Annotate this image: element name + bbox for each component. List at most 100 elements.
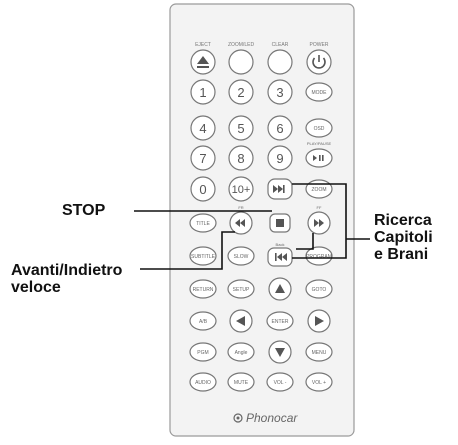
play-icon xyxy=(313,155,317,161)
mute-button[interactable]: MUTE xyxy=(227,372,255,392)
remote-body xyxy=(169,3,355,437)
ff-label: FF xyxy=(317,205,322,210)
volume-down-button[interactable]: VOL - xyxy=(266,372,294,392)
power-button[interactable] xyxy=(306,49,332,75)
search-callout-line2: Capitoli xyxy=(374,229,433,246)
svg-text:AUDIO: AUDIO xyxy=(195,380,211,386)
digit-9-button[interactable]: 9 xyxy=(267,145,293,171)
svg-text:4: 4 xyxy=(199,121,206,136)
zoom-button[interactable]: ZOOM xyxy=(305,179,333,199)
clear-label: CLEAR xyxy=(272,42,289,48)
stop-icon xyxy=(276,219,284,227)
svg-text:SUBTITLE: SUBTITLE xyxy=(191,254,216,260)
pgm-button[interactable]: PGM xyxy=(189,342,217,362)
svg-text:MODE: MODE xyxy=(312,90,328,96)
digit-8-button[interactable]: 8 xyxy=(228,145,254,171)
right-button[interactable] xyxy=(307,309,331,333)
angle-button[interactable]: Angle xyxy=(227,342,255,362)
digit-6-button[interactable]: 6 xyxy=(267,115,293,141)
svg-text:ZOOM: ZOOM xyxy=(312,187,327,193)
brand-name: Phonocar xyxy=(246,411,298,425)
digit-5-button[interactable]: 5 xyxy=(228,115,254,141)
svg-text:RETURN: RETURN xyxy=(193,287,214,293)
setup-button[interactable]: SETUP xyxy=(227,279,255,299)
svg-text:SETUP: SETUP xyxy=(233,287,250,293)
digit-3-button[interactable]: 3 xyxy=(267,79,293,105)
svg-text:2: 2 xyxy=(237,85,244,100)
search-bracket-line xyxy=(292,183,347,259)
svg-text:MENU: MENU xyxy=(312,350,327,356)
digit-2-button[interactable]: 2 xyxy=(228,79,254,105)
svg-text:1: 1 xyxy=(199,85,206,100)
mode-button[interactable]: MODE xyxy=(305,82,333,102)
svg-text:8: 8 xyxy=(237,151,244,166)
volume-up-button[interactable]: VOL + xyxy=(305,372,333,392)
goto-button[interactable]: GOTO xyxy=(305,279,333,299)
zoom-led-button[interactable] xyxy=(228,49,254,75)
subtitle-button[interactable]: SUBTITLE xyxy=(189,246,217,266)
stop-callout: STOP xyxy=(62,202,106,219)
arrow-right-icon xyxy=(315,316,324,326)
svg-text:PGM: PGM xyxy=(197,350,208,356)
eject-icon xyxy=(197,56,209,64)
power-icon xyxy=(312,57,326,69)
title-button[interactable]: TITLE xyxy=(189,213,217,233)
svg-text:SLOW: SLOW xyxy=(234,254,249,260)
digit-1-button[interactable]: 1 xyxy=(190,79,216,105)
svg-text:10+: 10+ xyxy=(232,184,251,196)
fast-forward-icon xyxy=(314,219,319,227)
fr-label: FR xyxy=(238,205,243,210)
svg-text:TITLE: TITLE xyxy=(196,221,210,227)
skip-next-icon xyxy=(273,185,278,193)
enter-button[interactable]: ENTER xyxy=(266,311,294,331)
audio-button[interactable]: AUDIO xyxy=(189,372,217,392)
svg-text:PROGRAM: PROGRAM xyxy=(306,254,332,260)
menu-button[interactable]: MENU xyxy=(305,342,333,362)
arrow-up-icon xyxy=(275,284,285,293)
power-label: POWER xyxy=(310,42,329,48)
fast-callout-line1: Avanti/Indietro xyxy=(11,262,123,279)
fast-callout-line2: veloce xyxy=(11,279,61,296)
svg-text:A/B: A/B xyxy=(199,319,208,325)
fast-reverse-button[interactable] xyxy=(229,211,253,235)
stop-button[interactable] xyxy=(269,213,291,233)
ab-button[interactable]: A/B xyxy=(189,311,217,331)
up-button[interactable] xyxy=(268,277,292,301)
digit-10plus-button[interactable]: 10+ xyxy=(228,176,254,202)
osd-button[interactable]: OSD xyxy=(305,118,333,138)
arrow-left-icon xyxy=(236,316,245,326)
previous-chapter-button[interactable] xyxy=(267,247,293,267)
search-callout-line1: Ricerca xyxy=(374,212,432,229)
rewind-icon xyxy=(240,219,245,227)
zoom-led-label: ZOOM/LED xyxy=(228,42,255,48)
play-pause-button[interactable] xyxy=(305,148,333,168)
fast-leader-line xyxy=(140,231,235,270)
brand-logo: Phonocar xyxy=(233,411,298,425)
svg-text:0: 0 xyxy=(199,182,206,197)
eject-button[interactable] xyxy=(190,49,216,75)
fast-forward-leader-line xyxy=(296,233,314,250)
slow-button[interactable]: SLOW xyxy=(227,246,255,266)
search-callout-line3: e Brani xyxy=(374,246,429,263)
down-button[interactable] xyxy=(268,340,292,364)
left-button[interactable] xyxy=(229,309,253,333)
return-button[interactable]: RETURN xyxy=(189,279,217,299)
svg-text:6: 6 xyxy=(276,121,283,136)
clear-button[interactable] xyxy=(267,49,293,75)
fast-forward-button[interactable] xyxy=(307,211,331,235)
play-pause-caption: PLAY/PAUSE xyxy=(307,141,332,146)
back-label: Back xyxy=(276,242,285,247)
next-chapter-button[interactable] xyxy=(267,178,293,200)
svg-text:Angle: Angle xyxy=(235,350,248,356)
svg-text:VOL +: VOL + xyxy=(312,380,326,386)
svg-text:5: 5 xyxy=(237,121,244,136)
svg-text:9: 9 xyxy=(276,151,283,166)
eject-label: EJECT xyxy=(195,42,211,48)
program-button[interactable]: PROGRAM xyxy=(305,246,333,266)
digit-4-button[interactable]: 4 xyxy=(190,115,216,141)
digit-7-button[interactable]: 7 xyxy=(190,145,216,171)
svg-text:ENTER: ENTER xyxy=(272,319,289,325)
digit-0-button[interactable]: 0 xyxy=(190,176,216,202)
svg-text:GOTO: GOTO xyxy=(312,287,327,293)
